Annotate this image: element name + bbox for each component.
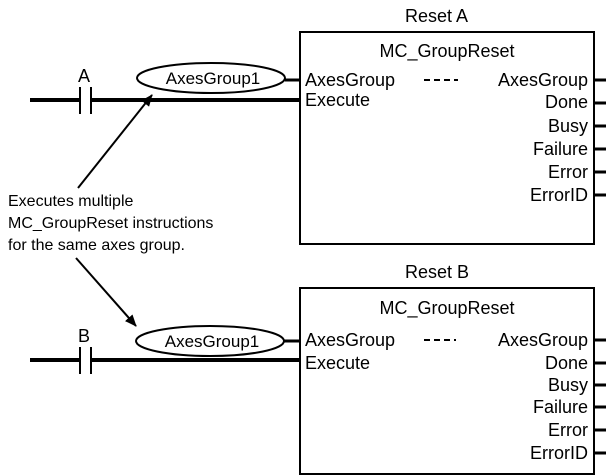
output-busy-b: Busy	[548, 375, 588, 395]
output-pins-b	[594, 338, 606, 455]
output-axesgroup-a: AxesGroup	[498, 70, 588, 90]
input-axesgroup-a: AxesGroup	[305, 70, 395, 90]
contact-label-b: B	[78, 326, 90, 346]
output-error-a: Error	[548, 162, 588, 182]
output-pins-a	[594, 78, 606, 197]
callout-arrow-to-a	[77, 94, 153, 189]
contact-label-a: A	[78, 66, 90, 86]
output-done-a: Done	[545, 92, 588, 112]
variable-name-a: AxesGroup1	[166, 69, 261, 88]
output-errorid-b: ErrorID	[530, 443, 588, 463]
output-errorid-a: ErrorID	[530, 185, 588, 205]
function-block-reset-a: Reset A MC_GroupReset AxesGroup Execute …	[30, 6, 606, 245]
note-line-3: for the same axes group.	[8, 237, 185, 254]
output-busy-a: Busy	[548, 116, 588, 136]
function-block-reset-b: Reset B MC_GroupReset AxesGroup Execute …	[30, 262, 606, 475]
callout-note: Executes multiple MC_GroupReset instruct…	[8, 94, 213, 327]
output-failure-b: Failure	[533, 397, 588, 417]
input-execute-a: Execute	[305, 90, 370, 110]
input-execute-b: Execute	[305, 353, 370, 373]
function-block-box-b	[299, 287, 595, 475]
output-error-b: Error	[548, 420, 588, 440]
output-axesgroup-b: AxesGroup	[498, 330, 588, 350]
block-type-a: MC_GroupReset	[379, 41, 514, 62]
instance-name-reset-b: Reset B	[405, 262, 469, 282]
function-block-box-a	[299, 31, 595, 245]
note-line-2: MC_GroupReset instructions	[8, 215, 213, 232]
variable-ellipse-a	[136, 62, 286, 94]
output-done-b: Done	[545, 353, 588, 373]
block-type-b: MC_GroupReset	[379, 298, 514, 319]
output-failure-a: Failure	[533, 139, 588, 159]
input-axesgroup-b: AxesGroup	[305, 330, 395, 350]
instance-name-reset-a: Reset A	[405, 6, 468, 26]
variable-name-b: AxesGroup1	[165, 332, 260, 351]
callout-arrow-to-b	[75, 257, 137, 327]
note-line-1: Executes multiple	[8, 193, 133, 210]
